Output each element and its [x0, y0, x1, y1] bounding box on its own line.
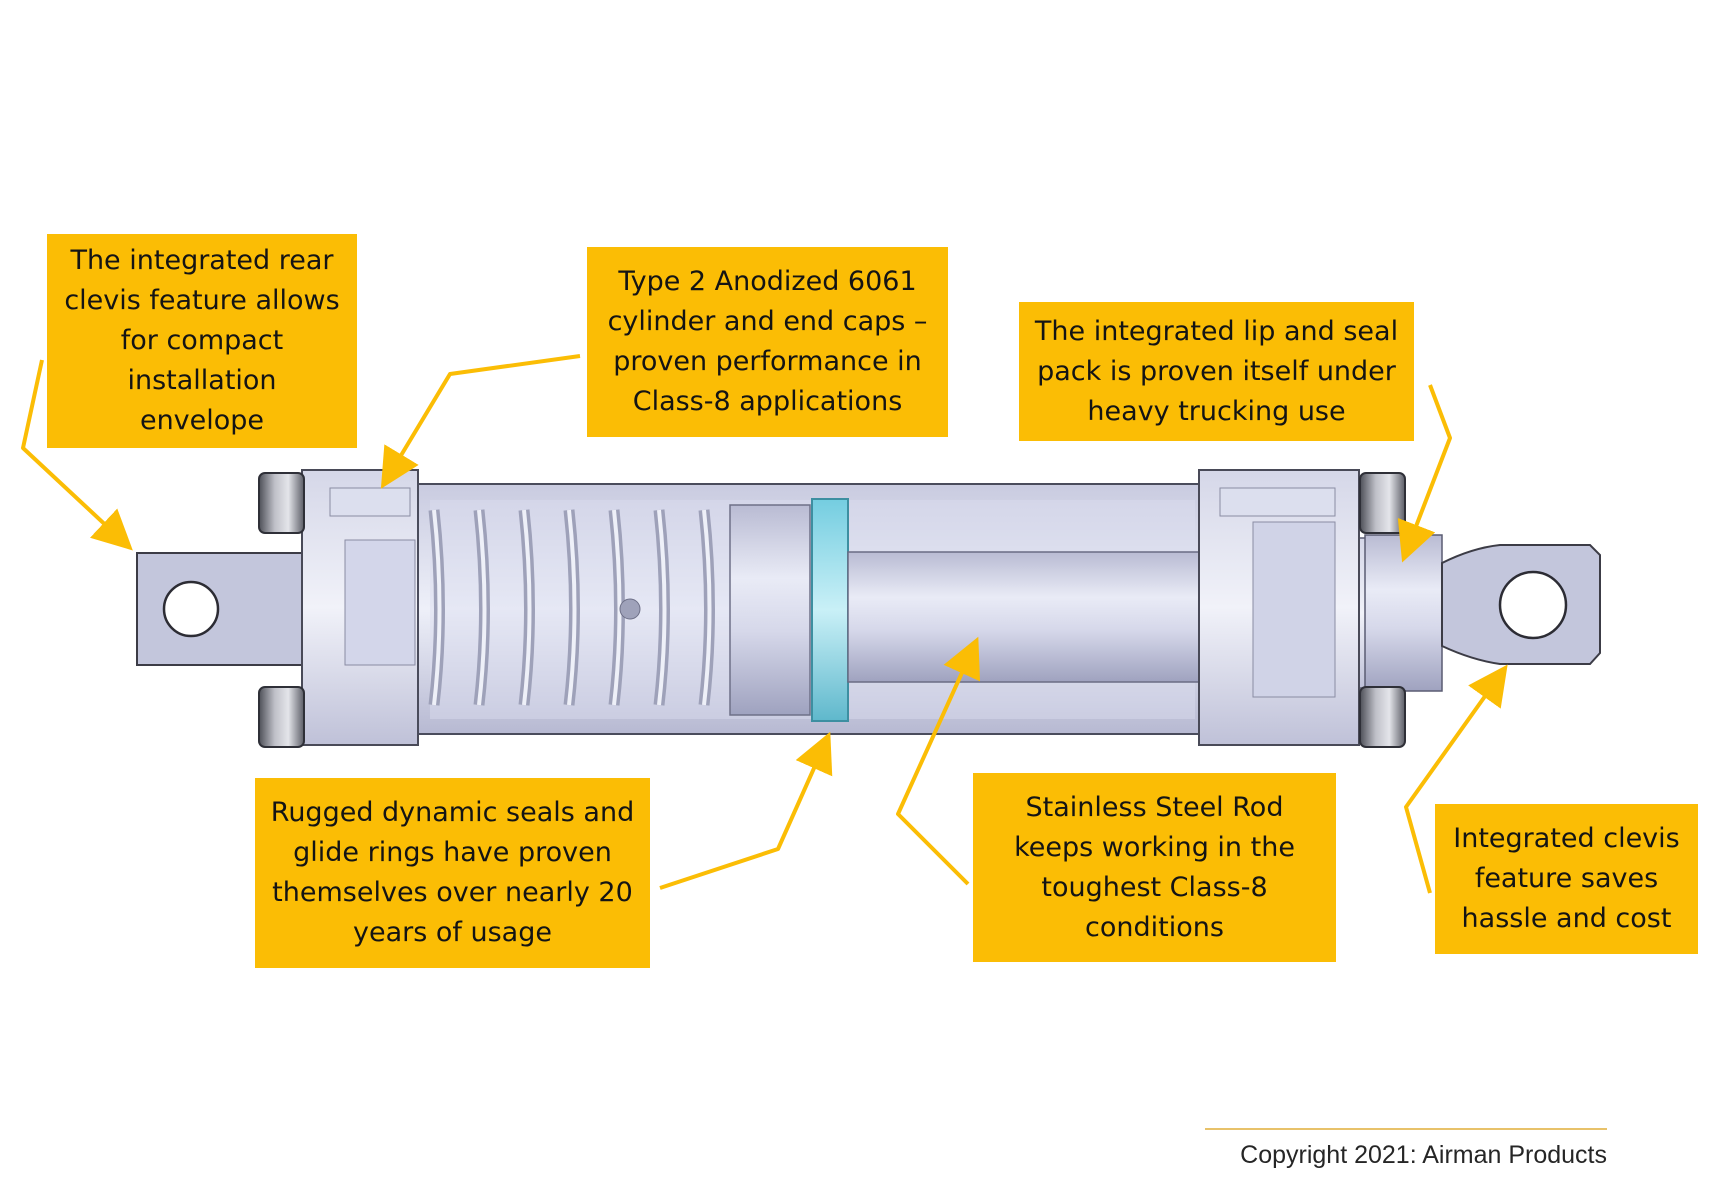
copyright-text: Copyright 2021: Airman Products [1240, 1141, 1607, 1169]
rear-clevis [136, 552, 305, 666]
rear-nuts [258, 472, 305, 748]
return-spring-highlight [432, 509, 712, 706]
callout-stainless-rod: Stainless Steel Rod keeps working in the… [973, 773, 1336, 962]
arrow-rear-clevis [21, 359, 133, 551]
front-nuts [1359, 472, 1406, 748]
front-clevis [1441, 544, 1601, 665]
callout-front-clevis: Integrated clevis feature saves hassle a… [1435, 804, 1698, 954]
glide-ring-seal [811, 498, 849, 722]
callout-anodized-cylinder: Type 2 Anodized 6061 cylinder and end ca… [587, 247, 948, 437]
leader-arrows [21, 354, 1508, 894]
arrow-end-cap [380, 354, 581, 489]
arrow-dynamic-seals [659, 731, 833, 890]
front-end-cap [1198, 469, 1360, 746]
copyright-divider [1205, 1128, 1607, 1130]
piston [619, 498, 849, 722]
arrow-lip-seal [1397, 384, 1452, 563]
callout-dynamic-seals: Rugged dynamic seals and glide rings hav… [255, 778, 650, 968]
arrow-steel-rod [896, 636, 981, 886]
rear-end-cap [301, 469, 419, 746]
callout-rear-clevis: The integrated rear clevis feature allow… [47, 234, 357, 448]
arrow-front-clevis [1404, 664, 1508, 894]
callout-lip-seal-pack: The integrated lip and seal pack is prov… [1019, 302, 1414, 441]
